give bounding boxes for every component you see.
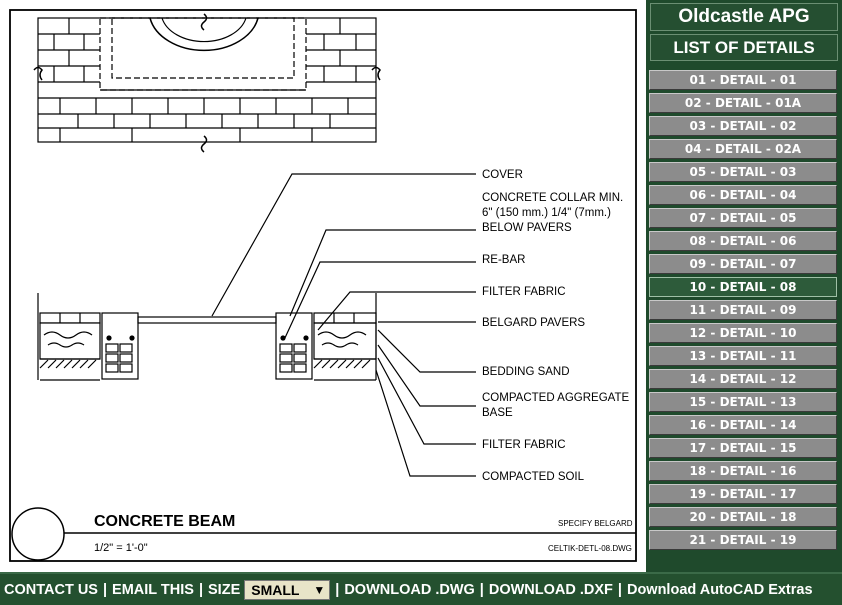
detail-item[interactable]: 08 - DETAIL - 06 <box>649 231 837 251</box>
download-autocad-extras-link[interactable]: Download AutoCAD Extras <box>626 581 813 598</box>
callout-concrete-collar: CONCRETE COLLAR MIN. <box>482 192 623 204</box>
callout-belgard-pavers: BELGARD PAVERS <box>482 317 585 329</box>
detail-item[interactable]: 05 - DETAIL - 03 <box>649 162 837 182</box>
detail-item[interactable]: 06 - DETAIL - 04 <box>649 185 837 205</box>
detail-item[interactable]: 01 - DETAIL - 01 <box>649 70 837 90</box>
leader-lines <box>211 173 476 477</box>
detail-item[interactable]: 04 - DETAIL - 02A <box>649 139 837 159</box>
drawing-title: CONCRETE BEAM <box>94 513 235 530</box>
callout-bedding-sand: BEDDING SAND <box>482 366 570 378</box>
callout-filter-fabric-bottom: FILTER FABRIC <box>482 439 566 451</box>
specify-note: SPECIFY BELGARD <box>558 519 633 528</box>
callout-rebar: RE-BAR <box>482 254 525 266</box>
separator: | <box>479 581 484 598</box>
detail-drawing: COVER CONCRETE COLLAR MIN. 6" (150 mm.) … <box>0 0 646 572</box>
list-heading: LIST OF DETAILS <box>650 34 838 61</box>
callout-cover: COVER <box>482 169 523 181</box>
detail-item[interactable]: 18 - DETAIL - 16 <box>649 461 837 481</box>
separator: | <box>198 581 204 598</box>
detail-item[interactable]: 02 - DETAIL - 01A <box>649 93 837 113</box>
separator: | <box>335 581 340 598</box>
detail-item[interactable]: 17 - DETAIL - 15 <box>649 438 837 458</box>
callout-filter-fabric-top: FILTER FABRIC <box>482 286 566 298</box>
bottom-toolbar: CONTACT US | EMAIL THIS | SIZE SMALL ▼ |… <box>0 572 842 605</box>
detail-item[interactable]: 03 - DETAIL - 02 <box>649 116 837 136</box>
detail-item[interactable]: 15 - DETAIL - 13 <box>649 392 837 412</box>
detail-item[interactable]: 21 - DETAIL - 19 <box>649 530 837 550</box>
drawing-file-name: CELTIK-DETL-08.DWG <box>548 544 632 553</box>
detail-item[interactable]: 13 - DETAIL - 11 <box>649 346 837 366</box>
detail-item[interactable]: 10 - DETAIL - 08 <box>649 277 837 297</box>
separator: | <box>102 581 108 598</box>
detail-marker-circle <box>11 507 65 561</box>
detail-item[interactable]: 16 - DETAIL - 14 <box>649 415 837 435</box>
detail-item[interactable]: 12 - DETAIL - 10 <box>649 323 837 343</box>
size-select-value: SMALL <box>251 581 300 598</box>
plan-view <box>33 13 381 153</box>
detail-item[interactable]: 11 - DETAIL - 09 <box>649 300 837 320</box>
brand-title: Oldcastle APG <box>650 3 838 31</box>
detail-item[interactable]: 14 - DETAIL - 12 <box>649 369 837 389</box>
size-select[interactable]: SMALL ▼ <box>244 579 331 600</box>
section-view <box>37 293 377 381</box>
contact-us-link[interactable]: CONTACT US <box>4 581 98 598</box>
chevron-down-icon: ▼ <box>313 582 326 597</box>
download-dwg-link[interactable]: DOWNLOAD .DWG <box>344 581 475 598</box>
callout-base: BASE <box>482 407 513 419</box>
detail-list: 01 - DETAIL - 01 02 - DETAIL - 01A 03 - DE… <box>649 70 837 553</box>
sidebar: Oldcastle APG LIST OF DETAILS 01 - DETAI… <box>646 0 842 572</box>
callout-labels: COVER CONCRETE COLLAR MIN. 6" (150 mm.) … <box>482 169 630 483</box>
callout-compacted-aggregate: COMPACTED AGGREGATE <box>482 392 630 404</box>
detail-item[interactable]: 20 - DETAIL - 18 <box>649 507 837 527</box>
detail-item[interactable]: 19 - DETAIL - 17 <box>649 484 837 504</box>
cad-drawing: COVER CONCRETE COLLAR MIN. 6" (150 mm.) … <box>9 9 637 562</box>
email-this-link[interactable]: EMAIL THIS <box>112 581 194 598</box>
download-dxf-link[interactable]: DOWNLOAD .DXF <box>488 581 613 598</box>
separator: | <box>617 581 622 598</box>
size-label: SIZE <box>208 581 241 598</box>
callout-compacted-soil: COMPACTED SOIL <box>482 471 585 483</box>
detail-item[interactable]: 09 - DETAIL - 07 <box>649 254 837 274</box>
drawing-scale: 1/2" = 1'-0" <box>94 542 148 554</box>
callout-collar-dims: 6" (150 mm.) 1/4" (7mm.) <box>482 207 611 219</box>
callout-below-pavers: BELOW PAVERS <box>482 222 572 234</box>
detail-item[interactable]: 07 - DETAIL - 05 <box>649 208 837 228</box>
